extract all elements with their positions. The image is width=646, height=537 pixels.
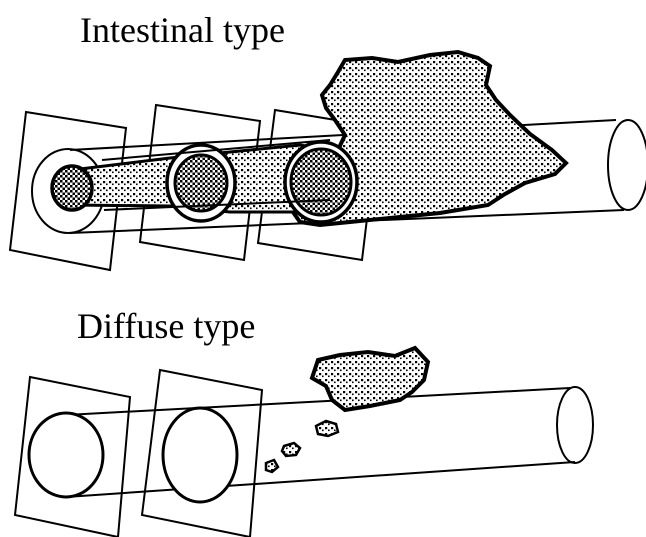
diffuse-focus-1: [316, 421, 338, 436]
diffuse-focus-2: [282, 443, 300, 456]
cross-section-4: [29, 413, 103, 497]
cross-section-5: [163, 408, 237, 502]
cross-section-1-outer: [52, 166, 92, 210]
diffuse-tube: [66, 387, 593, 497]
diffuse-type-panel: [15, 348, 593, 537]
diffuse-focus-3: [266, 460, 278, 472]
cross-section-3-inner: [291, 149, 351, 215]
intestinal-type-panel: [10, 52, 646, 270]
cross-section-2-inner: [175, 155, 227, 211]
